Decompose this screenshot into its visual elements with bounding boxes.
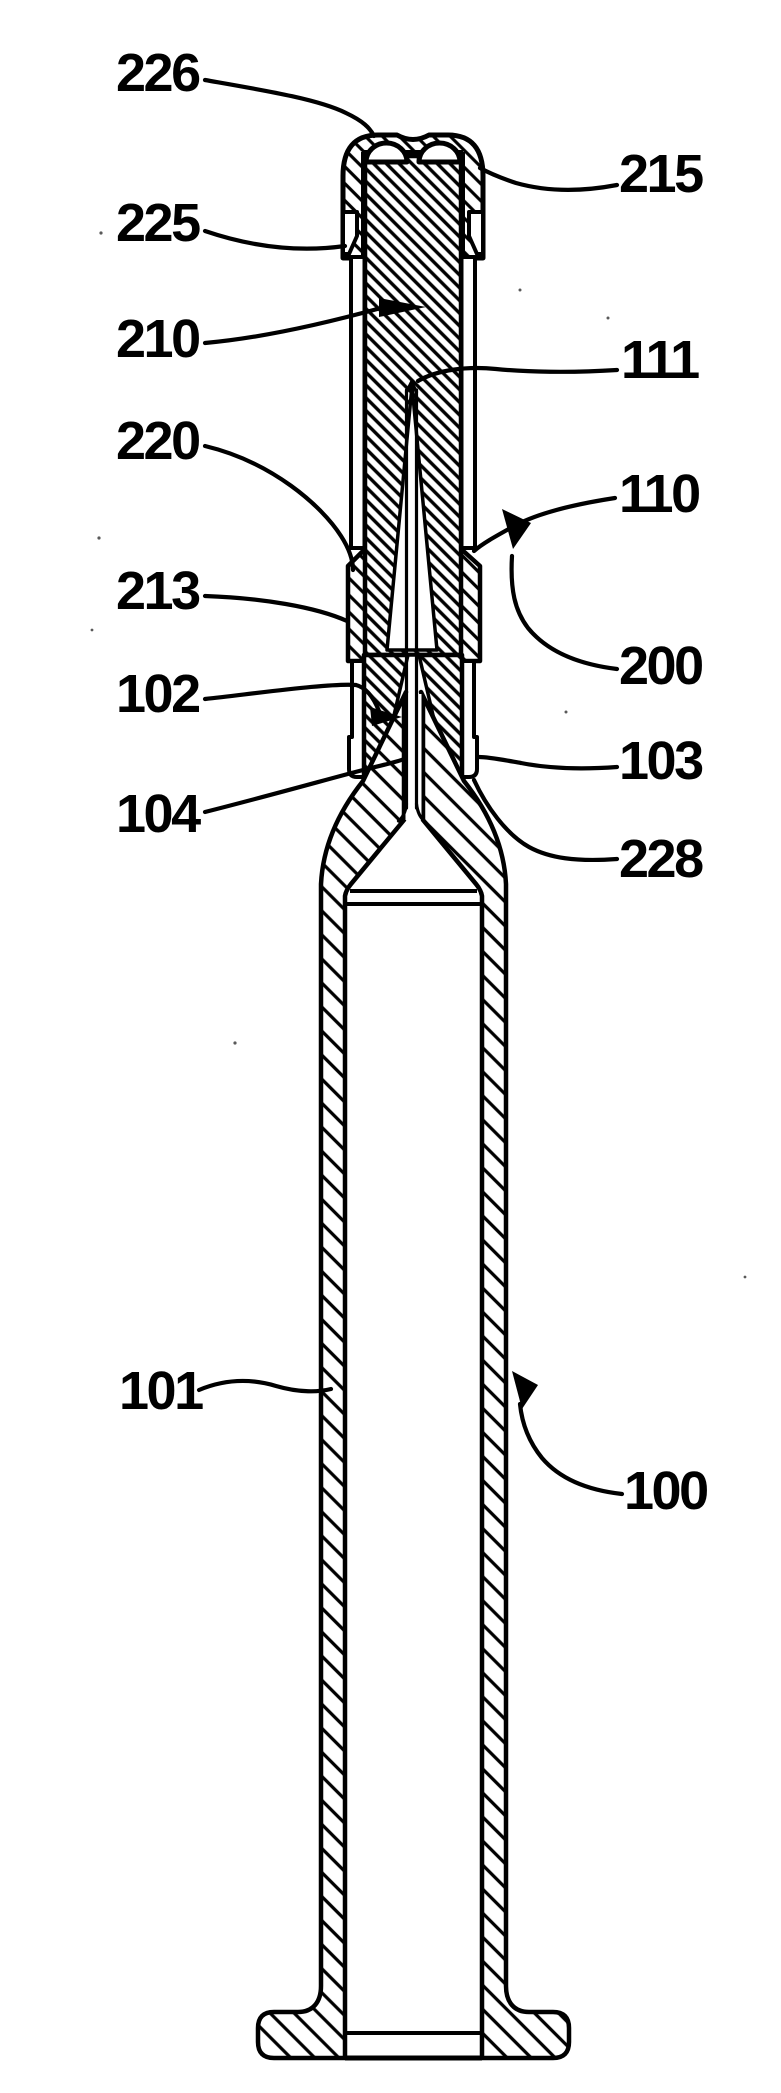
cap-top-arc-right — [416, 140, 463, 165]
needle-group — [396, 378, 427, 823]
leader-102 — [202, 682, 382, 714]
arrow-100-tail — [517, 1401, 625, 1497]
arrow-200-tail — [509, 553, 620, 672]
ref-label-225: 225 — [116, 193, 201, 253]
arrowhead-100 — [512, 1371, 538, 1409]
cap-latch-right — [467, 210, 485, 256]
needle-tip — [404, 378, 419, 394]
leader-228 — [471, 777, 620, 863]
leader-lines-group — [196, 77, 625, 1497]
sleeve-walls-group — [347, 255, 479, 779]
syringe-glass-right — [418, 689, 572, 2061]
leader-104 — [202, 756, 407, 815]
arrowhead-200 — [502, 509, 531, 549]
ref-label-102: 102 — [116, 664, 201, 724]
syringe-body-group — [255, 689, 572, 2061]
arrowheads-group — [370, 298, 538, 1409]
ref-label-200: 200 — [619, 636, 704, 696]
leader-101 — [196, 1378, 334, 1394]
leader-103 — [476, 754, 620, 771]
arrowhead-210 — [379, 298, 426, 317]
ref-label-228: 228 — [619, 829, 704, 889]
arrowhead-102 — [370, 707, 402, 726]
leader-226 — [202, 77, 377, 139]
ref-label-100: 100 — [624, 1461, 709, 1521]
leader-213 — [202, 593, 350, 624]
leader-220 — [202, 443, 356, 573]
ref-label-213: 213 — [116, 561, 201, 621]
ref-label-111: 111 — [621, 330, 700, 390]
ref-label-103: 103 — [619, 731, 704, 791]
ref-label-215: 215 — [619, 144, 704, 204]
leader-111 — [415, 365, 620, 384]
ref-label-110: 110 — [619, 464, 701, 524]
ref-label-226: 226 — [116, 43, 201, 103]
ref-label-220: 220 — [116, 411, 201, 471]
ref-label-104: 104 — [116, 784, 201, 844]
scan-speckles — [90, 231, 747, 1279]
ref-label-210: 210 — [116, 309, 201, 369]
leader-225 — [202, 228, 348, 251]
leader-215 — [477, 165, 620, 192]
leader-210 — [202, 305, 384, 346]
syringe-glass-left — [255, 689, 409, 2061]
rubber-shield-group — [361, 140, 465, 787]
ref-label-101: 101 — [119, 1361, 204, 1421]
needle-cavity — [385, 384, 439, 652]
cap-top-arc-left — [363, 140, 410, 165]
